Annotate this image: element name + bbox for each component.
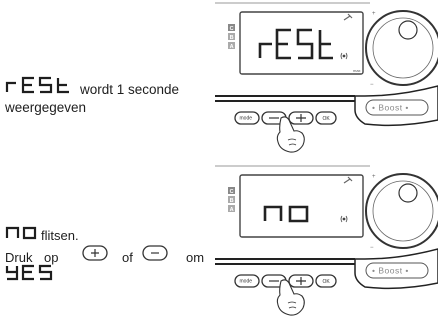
lcd-rest-code: [258, 28, 333, 60]
wrench-icon: [343, 13, 353, 21]
instruction-druk: Druk: [5, 250, 33, 265]
svg-text:C: C: [230, 26, 234, 32]
signal-icon: [340, 215, 348, 223]
svg-text:OK: OK: [323, 279, 331, 285]
plus-button-icon: [82, 245, 108, 261]
instruction-op: op: [44, 250, 59, 265]
device-illustration-2: C B A + − • Boost • mode OK: [215, 165, 438, 316]
no-segment-code: [5, 226, 37, 240]
dial-knob: [398, 20, 418, 40]
rest-description-line2: weergegeven: [5, 100, 87, 115]
side-label-b: [228, 33, 235, 40]
minus-button-icon: [142, 245, 168, 261]
finger-icon: [276, 279, 305, 316]
flash-text: flitsen.: [41, 228, 79, 243]
svg-text:• Boost •: • Boost •: [372, 266, 409, 276]
svg-text:max: max: [353, 68, 361, 73]
rest-description: wordt 1 seconde: [80, 82, 180, 97]
svg-text:OK: OK: [323, 116, 331, 122]
boost-button: [365, 262, 429, 279]
instruction-of: of: [122, 250, 133, 265]
yes-segment-code: [5, 264, 53, 281]
svg-text:B: B: [230, 198, 234, 204]
side-label-c: [228, 24, 235, 31]
boost-button: [365, 99, 429, 116]
dial: [365, 173, 438, 249]
side-label-a: [228, 42, 235, 49]
svg-text:mode: mode: [240, 116, 253, 122]
svg-text:B: B: [230, 35, 234, 41]
wrench-icon: [343, 176, 353, 184]
svg-text:C: C: [230, 189, 234, 195]
svg-text:mode: mode: [240, 279, 253, 285]
svg-text:−: −: [370, 82, 374, 88]
finger-icon: [276, 116, 305, 153]
svg-text:+: +: [372, 11, 376, 17]
lcd-no-code: [263, 205, 309, 223]
instruction-om: om: [186, 250, 205, 265]
ok-button: [315, 274, 337, 288]
svg-text:• Boost •: • Boost •: [372, 103, 409, 113]
signal-icon: [340, 52, 348, 60]
mode-button: [234, 274, 260, 288]
device-illustration-1: C B A max + − • Boost • mode OK: [215, 2, 438, 153]
svg-text:+: +: [372, 174, 376, 180]
ok-button: [315, 111, 337, 125]
rest-segment-code: [5, 76, 69, 94]
dial-knob: [398, 183, 418, 203]
mode-button: [234, 111, 260, 125]
svg-text:−: −: [370, 245, 374, 251]
svg-text:A: A: [230, 44, 234, 50]
dial: [365, 10, 438, 86]
svg-text:A: A: [230, 207, 234, 213]
